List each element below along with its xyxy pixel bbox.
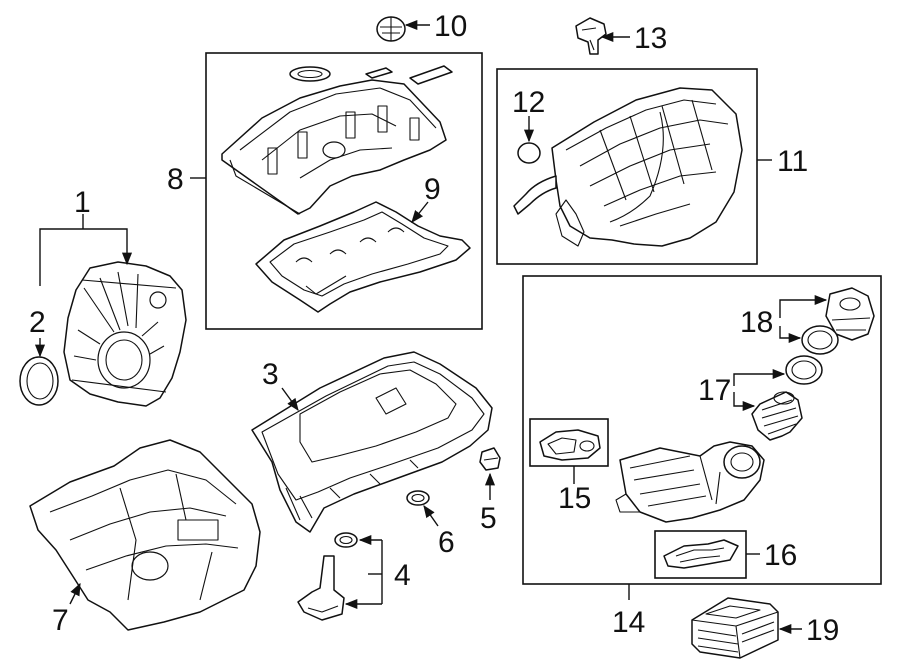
- dipstick-tube-part: [297, 532, 358, 621]
- callout-labels: 1 2 3 4 5 6 7 8 9 10 11 12 13 14 15 16 1…: [29, 10, 839, 647]
- gasket-15-box: [529, 418, 609, 467]
- o-ring-part-12: [517, 142, 541, 164]
- oil-filter-housing-group-box: [522, 275, 882, 585]
- intake-manifold-part: [513, 87, 743, 247]
- callout-18: 18: [740, 306, 773, 339]
- callout-13: 13: [634, 22, 667, 55]
- valve-cover-part: [221, 79, 447, 215]
- oil-pan-part: [251, 351, 493, 533]
- callout-1: 1: [74, 186, 91, 219]
- o-ring-part-18: [801, 325, 839, 355]
- callout-8: 8: [167, 163, 184, 196]
- callout-3: 3: [262, 358, 279, 391]
- callout-2: 2: [29, 306, 46, 339]
- callout-5: 5: [480, 502, 497, 535]
- valve-cover-small-gaskets: [289, 65, 453, 85]
- seal-part-2: [19, 356, 59, 406]
- callout-19: 19: [806, 614, 839, 647]
- oil-filter-cap-part: [825, 287, 875, 341]
- callout-12: 12: [512, 86, 545, 119]
- leader-lines: [34, 19, 828, 635]
- gasket-part-16: [663, 539, 739, 569]
- oil-filler-cap-part: [376, 16, 406, 42]
- callout-14: 14: [612, 606, 645, 639]
- valve-cover-group-box: [205, 52, 483, 330]
- callout-15: 15: [558, 482, 591, 515]
- callout-16: 16: [764, 539, 797, 572]
- timing-cover-part: [63, 261, 187, 407]
- washer-part-6: [406, 490, 430, 506]
- o-ring-part-17: [785, 355, 823, 385]
- lower-engine-cover-part: [29, 439, 261, 631]
- oil-cooler-part: [691, 597, 779, 659]
- gasket-part-15: [539, 429, 601, 461]
- callout-7: 7: [52, 604, 69, 637]
- callout-11: 11: [777, 145, 808, 178]
- callout-6: 6: [438, 526, 455, 559]
- oil-filter-housing-part: [615, 441, 765, 523]
- callout-10: 10: [434, 10, 467, 43]
- oil-filter-element-part: [751, 391, 803, 441]
- callout-9: 9: [424, 173, 441, 206]
- drain-bolt-part: [479, 447, 501, 471]
- intake-manifold-group-box: [496, 68, 758, 265]
- callout-17: 17: [698, 374, 731, 407]
- valve-cover-gasket-part: [255, 201, 471, 313]
- sensor-part: [575, 17, 607, 55]
- callout-4: 4: [394, 559, 411, 592]
